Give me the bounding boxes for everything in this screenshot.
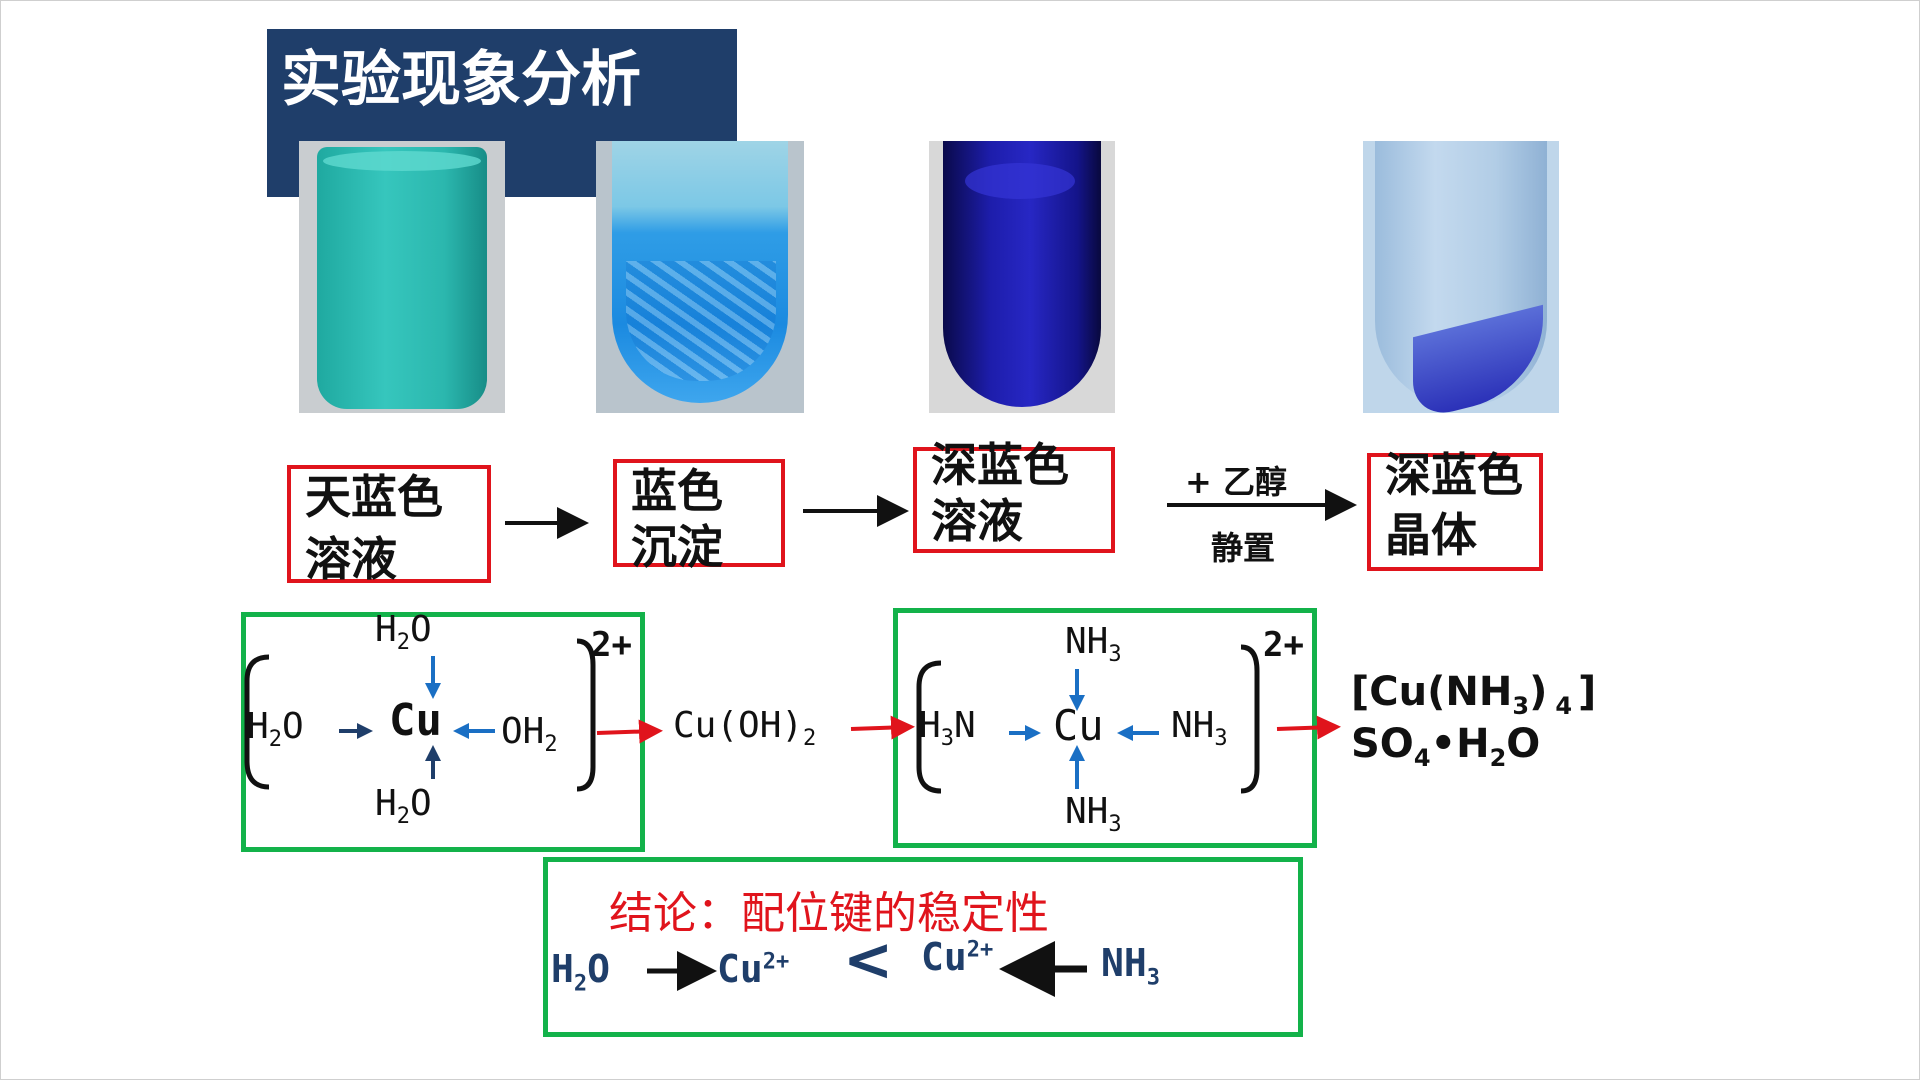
aqua-ligand-bottom: H2O: [375, 783, 432, 830]
red-arrow-2: [850, 715, 915, 740]
ammine-ligand-left: H3N: [919, 705, 976, 752]
aqua-bracket-left: [244, 654, 270, 790]
conclusion-nh3: NH3: [1101, 941, 1161, 991]
conclusion-cu-right: Cu2+: [921, 935, 994, 979]
label-sky-blue-solution: 天蓝色 溶液: [287, 465, 491, 586]
ammine-bracket-right: [1240, 644, 1260, 794]
label-deep-blue-crystal: 深蓝色 晶体: [1367, 448, 1543, 571]
copper-hydroxide: Cu(OH)2: [673, 705, 817, 752]
conclusion-cu-left: Cu2+: [717, 947, 790, 991]
aqua-charge: 2+: [591, 625, 632, 665]
conclusion-box: [543, 857, 1303, 1037]
aqua-ligand-right: OH2: [501, 711, 558, 758]
ammine-ligand-top: NH3: [1065, 621, 1122, 668]
red-arrow-3: [1276, 715, 1341, 740]
ammine-charge: 2+: [1263, 625, 1304, 665]
aqua-center-cu: Cu: [389, 695, 442, 746]
product-formula-line2: SO4•H2O: [1351, 721, 1541, 772]
photo-deep-blue-crystal: [1363, 141, 1559, 413]
aqua-bracket-right: [576, 638, 596, 792]
conclusion-less-than: <: [843, 925, 894, 995]
conclusion-title: 结论：配位键的稳定性: [609, 888, 1049, 939]
label-deep-blue-solution: 深蓝色 溶液: [913, 438, 1115, 553]
condition-stand: 静置: [1211, 529, 1276, 567]
condition-ethanol: + 乙醇: [1185, 463, 1287, 501]
conclusion-h2o: H2O: [551, 947, 611, 997]
photo-blue-precipitate: [596, 141, 804, 413]
aqua-ligand-left: H2O: [247, 706, 304, 753]
label-blue-precipitate: 蓝色 沉淀: [613, 459, 785, 574]
product-formula-line1: [Cu(NH3)4]: [1351, 669, 1597, 720]
aqua-ligand-top: H2O: [375, 609, 432, 656]
red-arrow-1: [596, 719, 663, 744]
ammine-ligand-bottom: NH3: [1065, 791, 1122, 838]
photo-deep-blue-solution: [929, 141, 1115, 413]
photo-sky-blue-solution: [299, 141, 505, 413]
ammine-bracket-left: [916, 660, 942, 794]
ammine-ligand-right: NH3: [1171, 705, 1228, 752]
